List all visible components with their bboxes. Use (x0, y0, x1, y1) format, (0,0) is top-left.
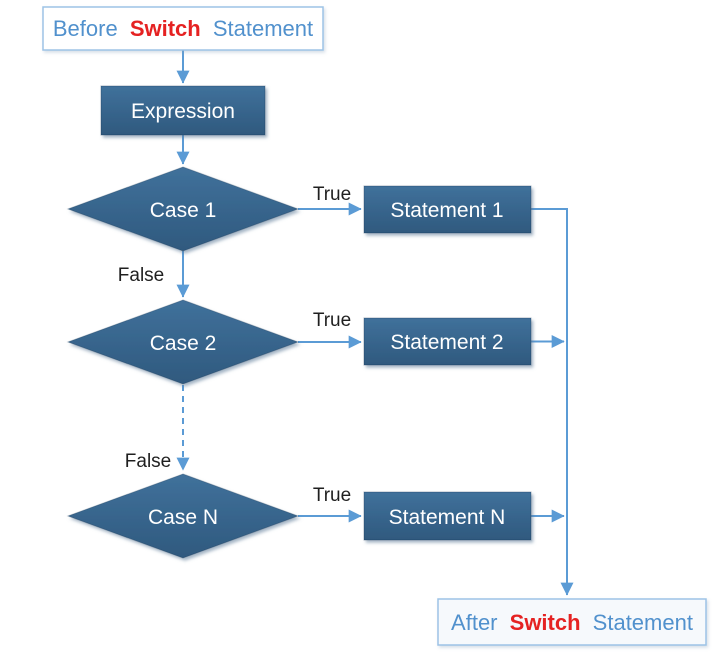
after-switch-box (437, 598, 707, 646)
statement2-label: Statement 2 (390, 331, 503, 354)
before-keyword-text: Switch (130, 16, 201, 41)
true-label-caseN: True (313, 485, 351, 506)
statementN-label: Statement N (389, 506, 506, 529)
false-label-case2: False (125, 451, 171, 472)
after-keyword-text: Switch (510, 610, 581, 635)
true-label-case2: True (313, 310, 351, 331)
branch-labels: True False True False True (118, 184, 351, 506)
after-suffix-text: Statement (593, 610, 693, 635)
before-switch-box (42, 6, 324, 51)
edge-statement1-to-after (531, 208, 574, 596)
caseN-diamond (66, 473, 300, 559)
after-switch-label: After Switch Statement (451, 610, 693, 635)
case1-label: Case 1 (150, 199, 217, 222)
before-suffix-text: Statement (213, 16, 313, 41)
before-switch-label: Before Switch Statement (53, 16, 313, 41)
case2-node: Case 2 (66, 299, 300, 385)
case1-node: Case 1 (66, 166, 300, 252)
before-switch-node: Before Switch Statement (42, 6, 324, 51)
expression-node: Expression (100, 85, 266, 136)
statement1-label: Statement 1 (390, 199, 503, 222)
before-prefix-text: Before (53, 16, 118, 41)
connectors (176, 50, 574, 596)
statementN-box (363, 491, 532, 541)
true-label-case1: True (313, 184, 351, 205)
case2-diamond (66, 299, 300, 385)
false-label-case1: False (118, 265, 164, 286)
case2-label: Case 2 (150, 332, 217, 355)
after-prefix-text: After (451, 610, 497, 635)
after-switch-node: After Switch Statement (437, 598, 707, 646)
statement2-node: Statement 2 (363, 317, 532, 366)
caseN-node: Case N (66, 473, 300, 559)
statementN-node: Statement N (363, 491, 532, 541)
expression-label: Expression (131, 100, 235, 123)
statement1-node: Statement 1 (363, 185, 532, 234)
expression-box (100, 85, 266, 136)
statement1-box (363, 185, 532, 234)
caseN-label: Case N (148, 506, 218, 529)
case1-diamond (66, 166, 300, 252)
statement2-box (363, 317, 532, 366)
